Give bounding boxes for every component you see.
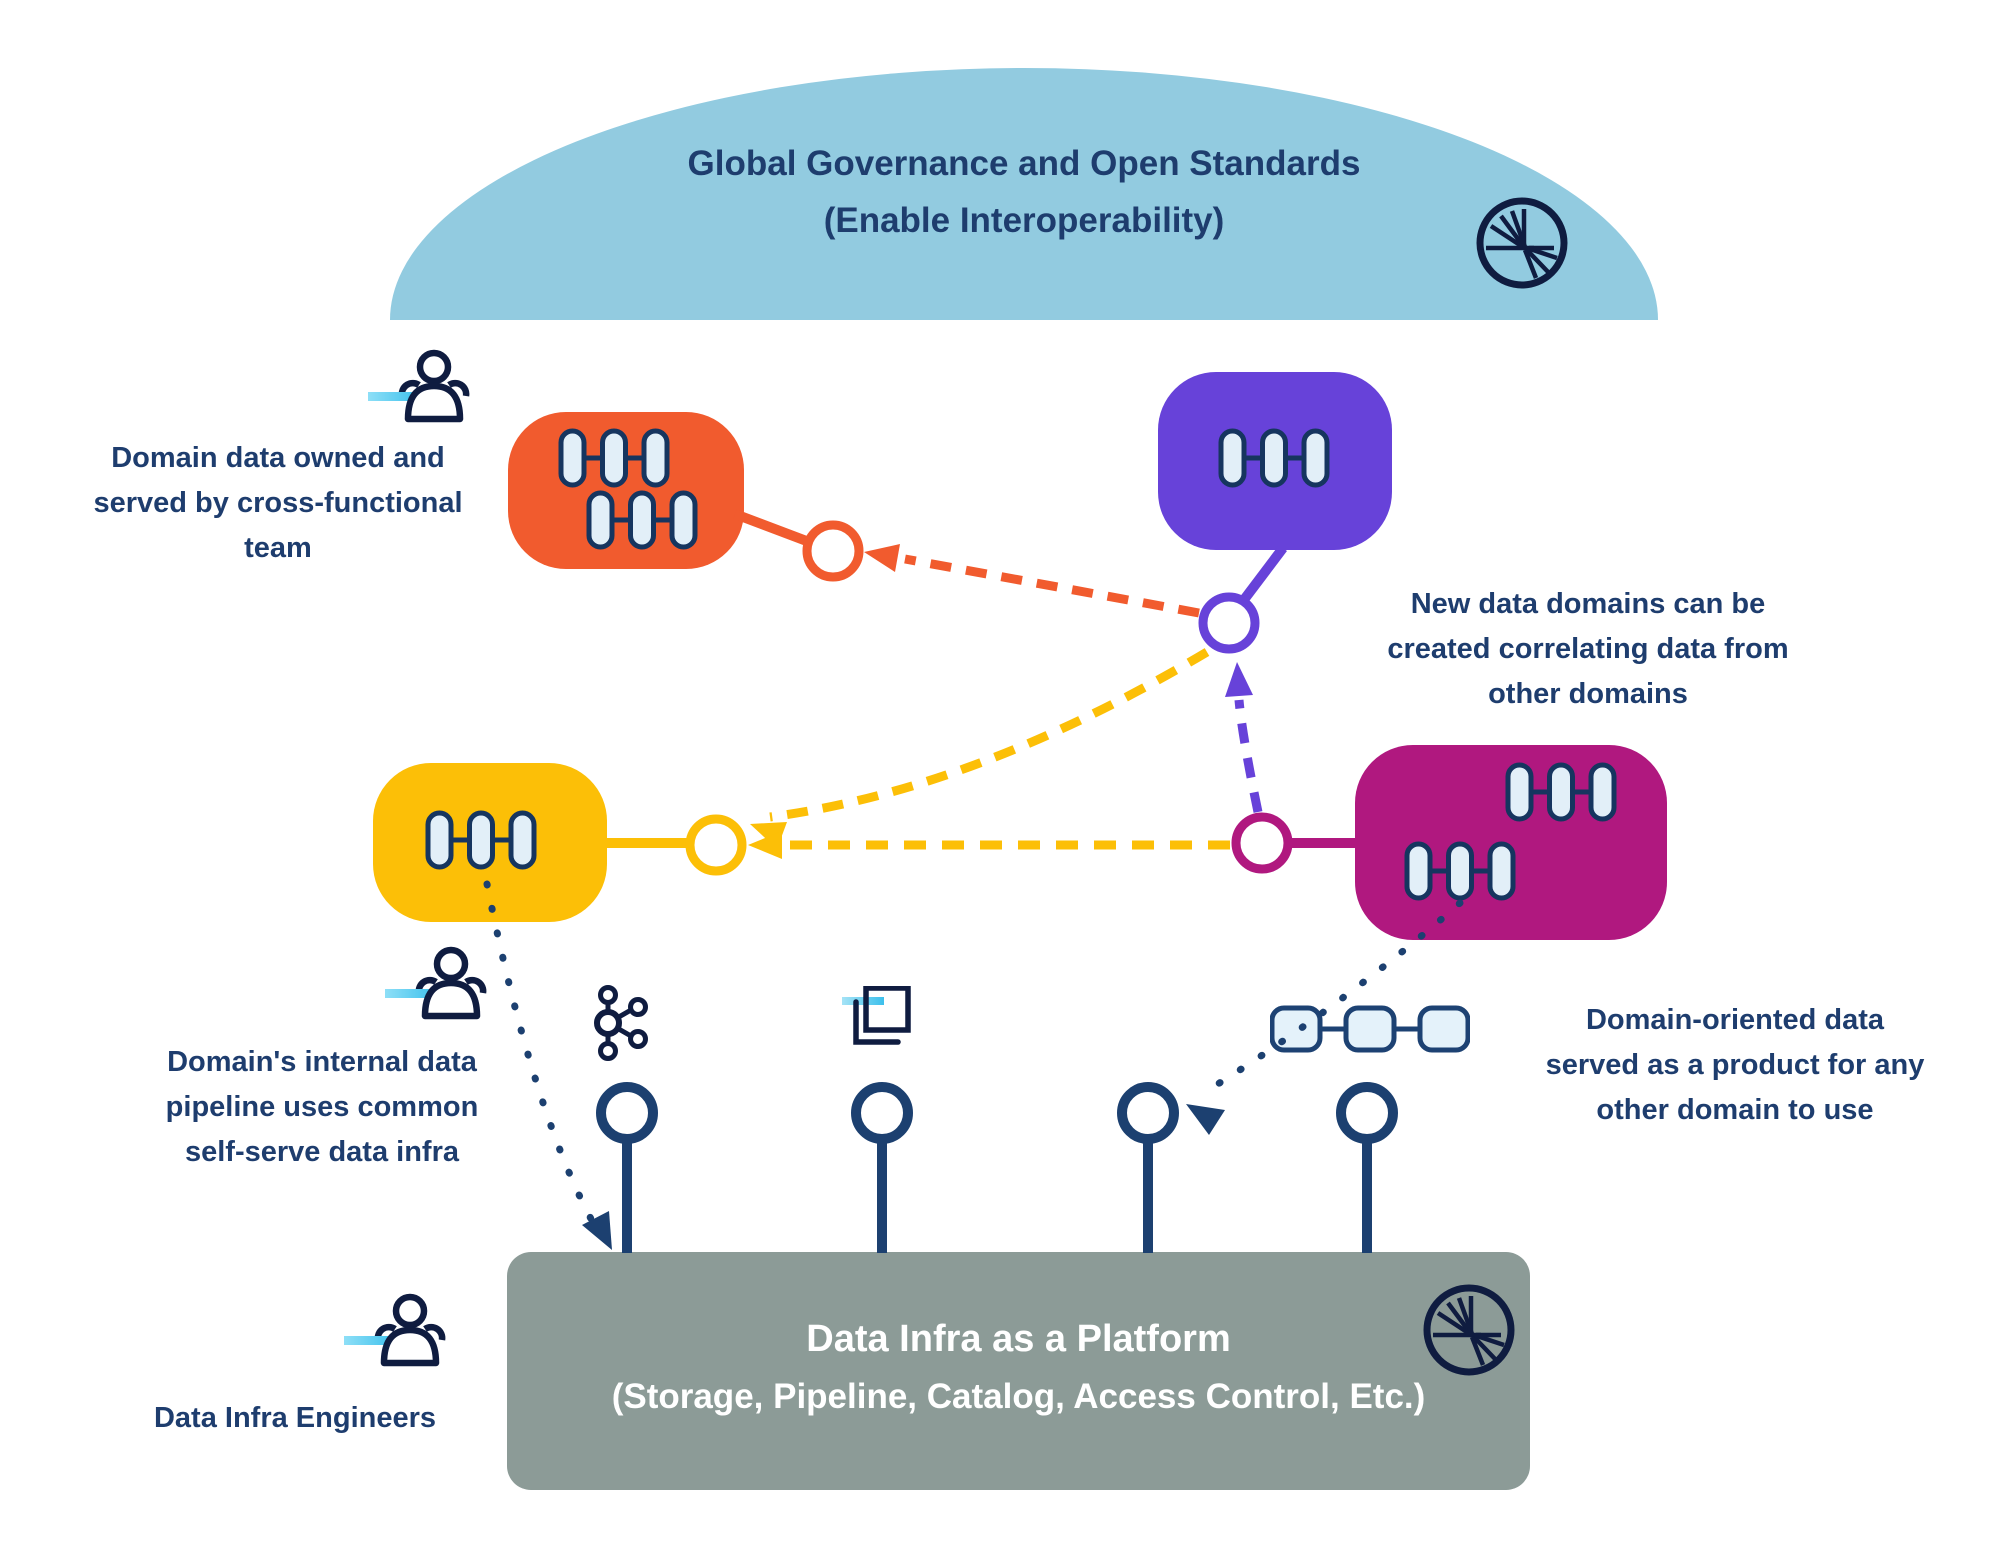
governance-dome-title: Global Governance and Open Standards (En…	[390, 144, 1658, 241]
orange-port-circle	[802, 520, 864, 582]
team-people-icon	[344, 1293, 446, 1367]
data-columns-icon	[1404, 841, 1516, 901]
orange-domain-box	[508, 412, 744, 569]
purple-arrowhead	[1225, 662, 1253, 697]
team-people-icon	[368, 349, 470, 423]
data-columns-icon	[558, 428, 670, 488]
purple-dashed-flow	[1234, 699, 1263, 813]
annotation-internal-pipeline: Domain's internal data pipeline uses com…	[165, 1046, 479, 1168]
platform-title-line1: Data Infra as a Platform	[806, 1318, 1231, 1360]
yellow-dashed-curve	[769, 648, 1210, 822]
magenta-domain-box	[1355, 745, 1667, 940]
purple-domain-box	[1158, 372, 1392, 550]
data-columns-icon	[425, 810, 537, 870]
platform-port-stems	[622, 1139, 1372, 1253]
confluent-logo-icon	[1423, 1284, 1515, 1376]
annotation-data-infra-engineers: Data Infra Engineers	[153, 1402, 437, 1434]
purple-port-circle	[1198, 592, 1260, 654]
platform-title: Data Infra as a Platform (Storage, Pipel…	[507, 1318, 1530, 1417]
purple-node-link	[1236, 544, 1287, 609]
data-columns-icon	[586, 490, 698, 550]
navy-arrowhead	[582, 1211, 612, 1250]
stream-network-icon	[594, 985, 648, 1061]
annotation-new-data-domains: New data domains can be created correlat…	[1387, 588, 1789, 710]
data-columns-icon	[1505, 762, 1617, 822]
orange-arrowhead	[864, 544, 900, 572]
yellow-domain-box	[373, 763, 607, 922]
orange-dashed-flow	[904, 554, 1200, 618]
platform-port-circles	[596, 1082, 1398, 1144]
data-columns-icon	[1218, 428, 1330, 488]
governance-dome: Global Governance and Open Standards (En…	[390, 68, 1658, 320]
navy-arrowhead	[1186, 1104, 1225, 1135]
data-infra-platform-box: Data Infra as a Platform (Storage, Pipel…	[507, 1252, 1530, 1490]
governance-title-line1: Global Governance and Open Standards	[687, 144, 1361, 183]
yellow-port-circle	[685, 814, 747, 876]
linked-datasets-icon	[1270, 1005, 1470, 1053]
magenta-port-circle	[1231, 812, 1293, 874]
yellow-arrowhead	[748, 831, 782, 859]
governance-title-line2: (Enable Interoperability)	[823, 201, 1225, 240]
team-people-icon	[385, 946, 487, 1020]
annotation-cross-functional-team: Domain data owned and served by cross-fu…	[93, 442, 463, 564]
annotation-domain-oriented-data: Domain-oriented data served as a product…	[1545, 1004, 1925, 1126]
platform-title-line2: (Storage, Pipeline, Catalog, Access Cont…	[611, 1377, 1426, 1416]
orange-node-link	[733, 509, 835, 556]
yellow-arrowhead	[750, 822, 787, 849]
confluent-logo-icon	[1476, 197, 1568, 289]
copy-pages-icon	[842, 986, 911, 1045]
